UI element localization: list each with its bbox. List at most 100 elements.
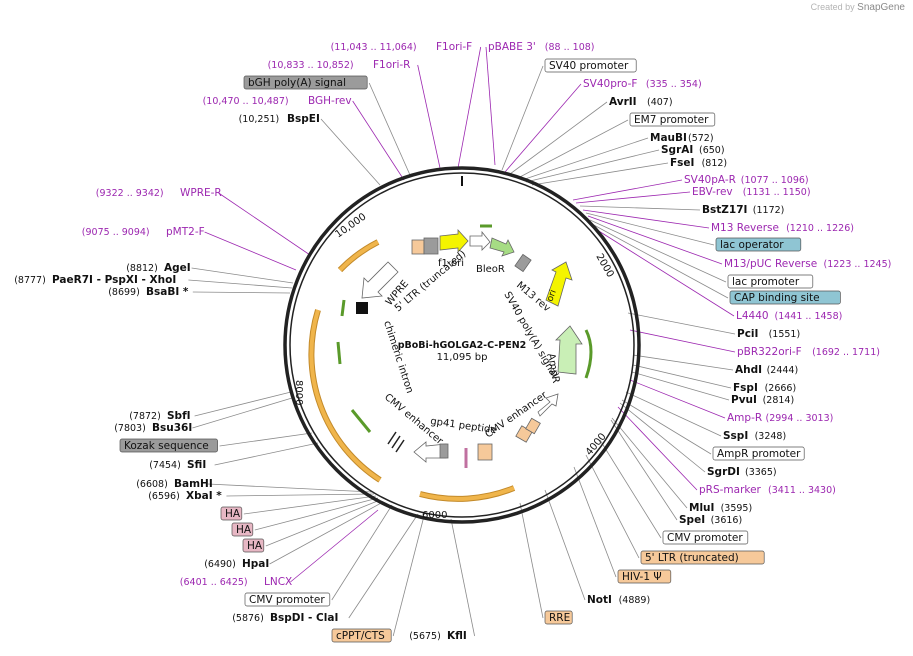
label-ha[interactable]: HA <box>231 522 254 537</box>
label-sgrai[interactable]: SgrAI(650) <box>661 144 725 156</box>
label-cmv-promoter[interactable]: CMV promoter <box>662 530 749 545</box>
feature-chip <box>231 522 254 537</box>
label-agei[interactable]: AgeI (8812) <box>126 262 190 274</box>
label-coordinate: (650) <box>699 145 725 156</box>
feature-chip <box>629 112 716 127</box>
leader-line <box>544 489 586 601</box>
label-text: L4440 <box>736 310 769 322</box>
label-xbai[interactable]: XbaI *(6596) <box>148 490 222 502</box>
label-m13-reverse[interactable]: M13 Reverse(1210 .. 1226) <box>711 222 854 234</box>
leader-line <box>575 191 691 204</box>
label-fsei[interactable]: FseI(812) <box>670 157 727 169</box>
label-bsabi[interactable]: BsaBI *(8699) <box>108 286 189 298</box>
leader-line <box>192 397 293 429</box>
ori-arrow <box>545 261 573 307</box>
backbone <box>283 166 641 524</box>
leader-line <box>392 515 425 637</box>
label-sv40pa-r[interactable]: SV40pA-R(1077 .. 1096) <box>684 174 809 186</box>
label-rre[interactable]: RRE <box>544 610 573 625</box>
leader-line <box>521 137 649 181</box>
label-kozak-sequence[interactable]: Kozak sequence <box>119 438 218 453</box>
label-kfli[interactable]: KflI(5675) <box>409 630 467 642</box>
cpp-box <box>439 443 449 459</box>
label-sv40-promoter[interactable]: SV40 promoter <box>544 58 637 73</box>
feature-chip <box>715 237 802 252</box>
tick-8000: 8000 <box>293 380 304 405</box>
label-mlui[interactable]: MluI(3595) <box>689 502 752 514</box>
label-lncx[interactable]: LNCX(6401 .. 6425) <box>180 576 292 588</box>
label-ampr-promoter[interactable]: AmpR promoter <box>712 446 805 461</box>
label-coordinate: (88 .. 108) <box>545 42 595 53</box>
label-text: HpaI <box>242 558 269 570</box>
feature-label-chimeric-intron: chimeric intron <box>381 320 415 395</box>
label-spei[interactable]: SpeI(3616) <box>679 514 742 526</box>
label-l4440[interactable]: L4440(1441 .. 1458) <box>736 310 842 322</box>
wpre-arrow <box>361 261 399 299</box>
label-bspei[interactable]: BspEI(10,251) <box>239 113 320 125</box>
label-text: EM7 promoter <box>634 114 709 126</box>
leader-line <box>631 371 730 401</box>
label-coordinate: (9322 .. 9342) <box>96 188 164 199</box>
label-avrii[interactable]: AvrII(407) <box>609 96 673 108</box>
label-sgrdi[interactable]: SgrDI(3365) <box>707 466 777 478</box>
label-ahdi[interactable]: AhdI(2444) <box>735 364 798 376</box>
label-sfii[interactable]: SfiI(7454) <box>149 459 206 471</box>
label-lac-promoter[interactable]: lac promoter <box>727 274 814 289</box>
label-text: AgeI <box>164 262 191 274</box>
label-text: pRS-marker <box>699 484 762 496</box>
feature-label-bleor: BleoR <box>476 264 505 275</box>
label-bamhi[interactable]: BamHI(6608) <box>136 478 213 490</box>
label-maubi[interactable]: MauBI(572) <box>650 132 714 144</box>
label-pmt2-f[interactable]: pMT2-F(9075 .. 9094) <box>82 226 205 238</box>
leader-line <box>587 215 723 265</box>
label-f1ori-f[interactable]: F1ori-F(11,043 .. 11,064) <box>331 41 473 53</box>
label-coordinate: (8812) <box>126 263 158 274</box>
label-hiv-1[interactable]: HIV-1 Ψ <box>617 569 672 584</box>
label-5-ltr-truncated[interactable]: 5' LTR (truncated) <box>640 550 765 565</box>
label-lac-operator[interactable]: lac operator <box>715 237 802 252</box>
label-cppt-cts[interactable]: cPPT/CTS <box>331 628 392 643</box>
leader-line <box>579 205 701 211</box>
label-bgh-poly-a-signal[interactable]: bGH poly(A) signal <box>243 75 368 90</box>
label-sv40pro-f[interactable]: SV40pro-F(335 .. 354) <box>583 78 702 90</box>
label-bsu36i[interactable]: Bsu36I(7803) <box>114 422 192 434</box>
label-m13-puc-reverse[interactable]: M13/pUC Reverse(1223 .. 1245) <box>724 258 891 270</box>
label-fspi[interactable]: FspI(2666) <box>733 382 796 394</box>
label-pbr322ori-f[interactable]: pBR322ori-F(1692 .. 1711) <box>737 346 880 358</box>
leader-line <box>591 223 729 299</box>
label-prs-marker[interactable]: pRS-marker(3411 .. 3430) <box>699 484 836 496</box>
leader-line <box>573 466 617 578</box>
label-ebv-rev[interactable]: EBV-rev(1131 .. 1150) <box>692 186 811 198</box>
label-text: SV40 promoter <box>549 60 629 72</box>
label-sspi[interactable]: SspI(3248) <box>723 430 786 442</box>
label-bspdi-clai[interactable]: BspDI - ClaI(5876) <box>232 612 338 624</box>
label-ha[interactable]: HA <box>242 538 265 553</box>
label-pvui[interactable]: PvuI(2814) <box>731 394 794 406</box>
label-ha[interactable]: HA <box>220 506 243 521</box>
label-paer7i-pspxi-xhoi[interactable]: PaeR7I - PspXI - XhoI(8777) <box>14 274 176 286</box>
leader-line <box>629 329 736 353</box>
tick-6000: 6000 <box>422 510 447 521</box>
label-text: MluI <box>689 502 714 514</box>
label-sbfi[interactable]: SbfI(7872) <box>129 410 190 422</box>
label-amp-r[interactable]: Amp-R(2994 .. 3013) <box>727 412 833 424</box>
credit-prefix: Created by <box>810 2 855 12</box>
leader-line <box>368 82 411 176</box>
label-hpai[interactable]: HpaI(6490) <box>204 558 269 570</box>
label-em7-promoter[interactable]: EM7 promoter <box>629 112 716 127</box>
leader-line <box>599 439 662 539</box>
feature-chip <box>331 628 392 643</box>
label-coordinate: (8777) <box>14 275 46 286</box>
label-pcii[interactable]: PciI(1551) <box>737 328 800 340</box>
label-cap-binding-site[interactable]: CAP binding site <box>729 290 841 305</box>
label-cmv-promoter[interactable]: CMV promoter <box>244 592 331 607</box>
label-coordinate: (7872) <box>129 411 161 422</box>
label-wpre-r[interactable]: WPRE-R(9322 .. 9342) <box>96 187 222 199</box>
label-f1ori-r[interactable]: F1ori-R(10,833 .. 10,852) <box>268 59 411 71</box>
label-pbabe-3[interactable]: pBABE 3'(88 .. 108) <box>488 41 595 53</box>
label-bstz17i[interactable]: BstZ17I(1172) <box>702 204 784 216</box>
label-bgh-rev[interactable]: BGH-rev(10,470 .. 10,487) <box>203 95 352 107</box>
leader-line <box>504 83 582 173</box>
leader-line <box>192 291 291 294</box>
label-noti[interactable]: NotI(4889) <box>587 594 650 606</box>
